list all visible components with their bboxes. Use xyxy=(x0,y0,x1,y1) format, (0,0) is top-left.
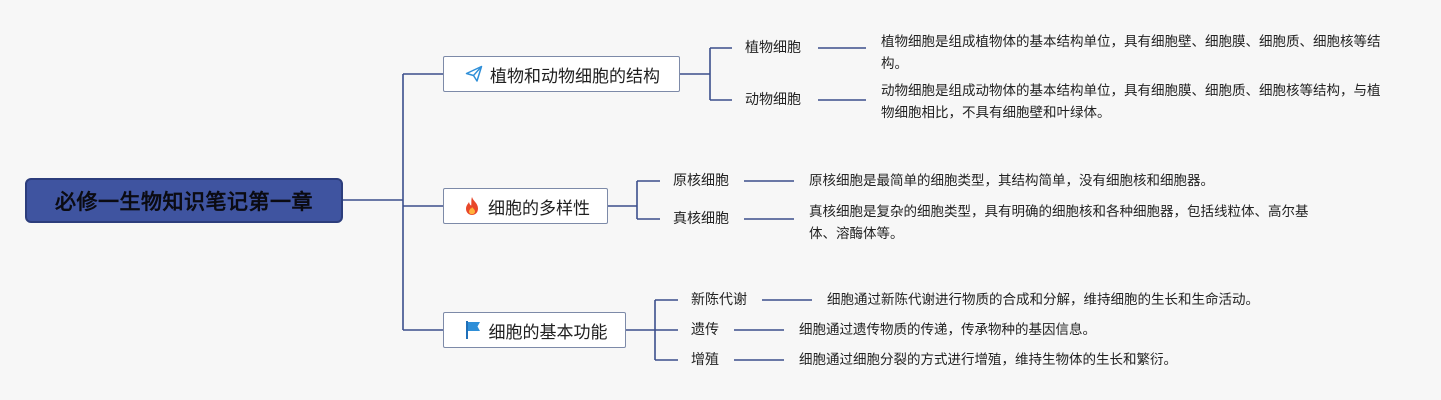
leaf-node-metabolism[interactable]: 新陈代谢 xyxy=(691,292,747,308)
root-node-label: 必修一生物知识笔记第一章 xyxy=(55,189,313,214)
leaf-description-plant-cell: 植物细胞是组成植物体的基本结构单位，具有细胞壁、细胞膜、细胞质、细胞核等结构。 xyxy=(881,34,1381,72)
flag-icon xyxy=(462,319,484,341)
branch-node-cell-diversity[interactable]: 细胞的多样性 xyxy=(443,188,608,224)
fire-icon xyxy=(461,195,483,217)
paper-plane-icon xyxy=(463,63,485,85)
branch-node-label: 细胞的基本功能 xyxy=(488,322,608,343)
leaf-description-metabolism: 细胞通过新陈代谢进行物质的合成和分解，维持细胞的生长和生命活动。 xyxy=(827,292,1259,308)
leaf-node-proliferation[interactable]: 增殖 xyxy=(691,352,719,368)
leaf-node-prokaryotic-cell[interactable]: 原核细胞 xyxy=(673,173,729,189)
leaf-node-animal-cell[interactable]: 动物细胞 xyxy=(745,92,801,108)
leaf-description-proliferation: 细胞通过细胞分裂的方式进行增殖，维持生物体的生长和繁衍。 xyxy=(799,352,1177,368)
leaf-node-plant-cell[interactable]: 植物细胞 xyxy=(745,40,801,56)
leaf-node-heredity[interactable]: 遗传 xyxy=(691,322,719,338)
leaf-description-eukaryotic-cell: 真核细胞是复杂的细胞类型，具有明确的细胞核和各种细胞器，包括线粒体、高尔基体、溶… xyxy=(809,204,1309,242)
branch-node-cell-structure[interactable]: 植物和动物细胞的结构 xyxy=(443,56,680,92)
leaf-description-prokaryotic-cell: 原核细胞是最简单的细胞类型，其结构简单，没有细胞核和细胞器。 xyxy=(809,173,1214,189)
branch-node-label: 植物和动物细胞的结构 xyxy=(490,66,660,87)
leaf-description-heredity: 细胞通过遗传物质的传递，传承物种的基因信息。 xyxy=(799,322,1096,338)
leaf-node-eukaryotic-cell[interactable]: 真核细胞 xyxy=(673,211,729,227)
leaf-description-animal-cell: 动物细胞是组成动物体的基本结构单位，具有细胞膜、细胞质、细胞核等结构，与植物细胞… xyxy=(881,83,1381,121)
branch-node-cell-function[interactable]: 细胞的基本功能 xyxy=(443,312,626,348)
root-node[interactable]: 必修一生物知识笔记第一章 xyxy=(25,178,343,223)
branch-node-label: 细胞的多样性 xyxy=(488,198,590,219)
